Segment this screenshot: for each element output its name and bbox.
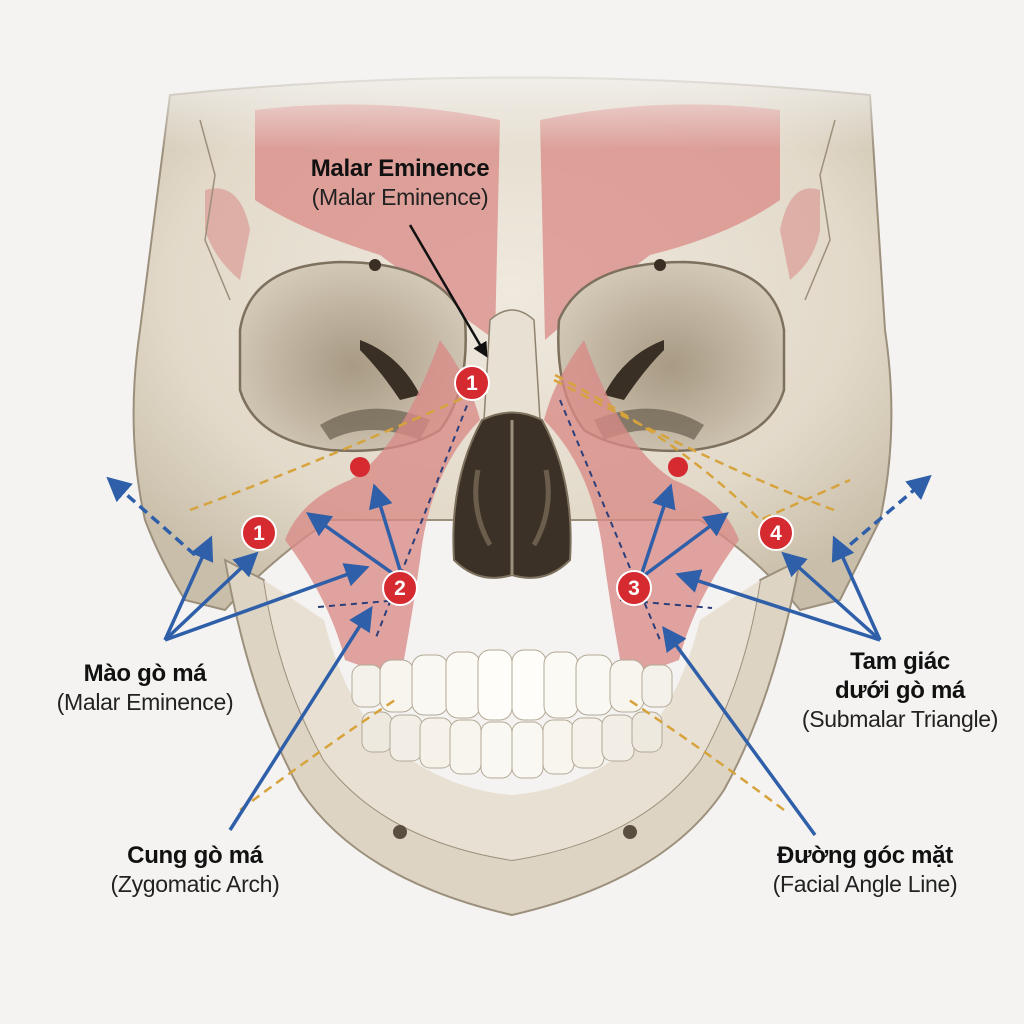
label-bottom-left-main: Cung gò má [127,842,263,869]
label-right-mid-line2: dưới gò má [834,676,966,704]
label-left-mid-sub: (Malar Eminence) [56,688,234,715]
svg-text:4: 4 [770,522,782,545]
label-top-main: Malar Eminence [310,155,490,182]
svg-text:1: 1 [466,372,478,395]
lower-teeth [361,711,663,779]
red-dot-right [668,457,688,477]
top-leader-line [408,224,488,358]
marker-m3: 3 [616,570,652,606]
svg-text:3: 3 [628,577,640,600]
upper-teeth [351,649,673,721]
marker-m2: 2 [382,570,418,606]
red-dot-left [350,457,370,477]
label-bottom-left: Cung gò má (Zygomatic Arch) [95,842,295,898]
label-bottom-right-sub: (Facial Angle Line) [772,870,958,897]
svg-text:2: 2 [394,577,406,600]
label-top-sub: (Malar Eminence) [311,183,489,210]
label-right-mid-sub: (Submalar Triangle) [801,705,999,732]
arrows-left [163,483,402,831]
label-bottom-right-main: Đường góc mặt [777,842,953,869]
label-top: Malar Eminence (Malar Eminence) [300,155,500,211]
orbit-right [557,260,786,453]
marker-m1-left: 1 [241,515,277,551]
arrows-right [636,483,882,837]
nasal-bone [483,309,541,421]
guide-lines-gold [189,373,851,812]
marker-m4: 4 [758,515,794,551]
label-right-mid: Tam giác dưới gò má (Submalar Triangle) [790,648,1010,733]
cheek-muscle-right [544,340,739,680]
label-bottom-right: Đường góc mặt (Facial Angle Line) [755,842,975,898]
marker-m1-nose: 1 [454,365,490,401]
label-left-mid-main: Mào gò má [83,660,207,687]
forehead-muscle-left [255,104,500,340]
svg-text:1: 1 [253,522,265,545]
label-left-mid: Mào gò má (Malar Eminence) [40,660,250,716]
label-right-mid-line1: Tam giác [850,648,950,675]
label-bottom-left-sub: (Zygomatic Arch) [110,870,280,897]
